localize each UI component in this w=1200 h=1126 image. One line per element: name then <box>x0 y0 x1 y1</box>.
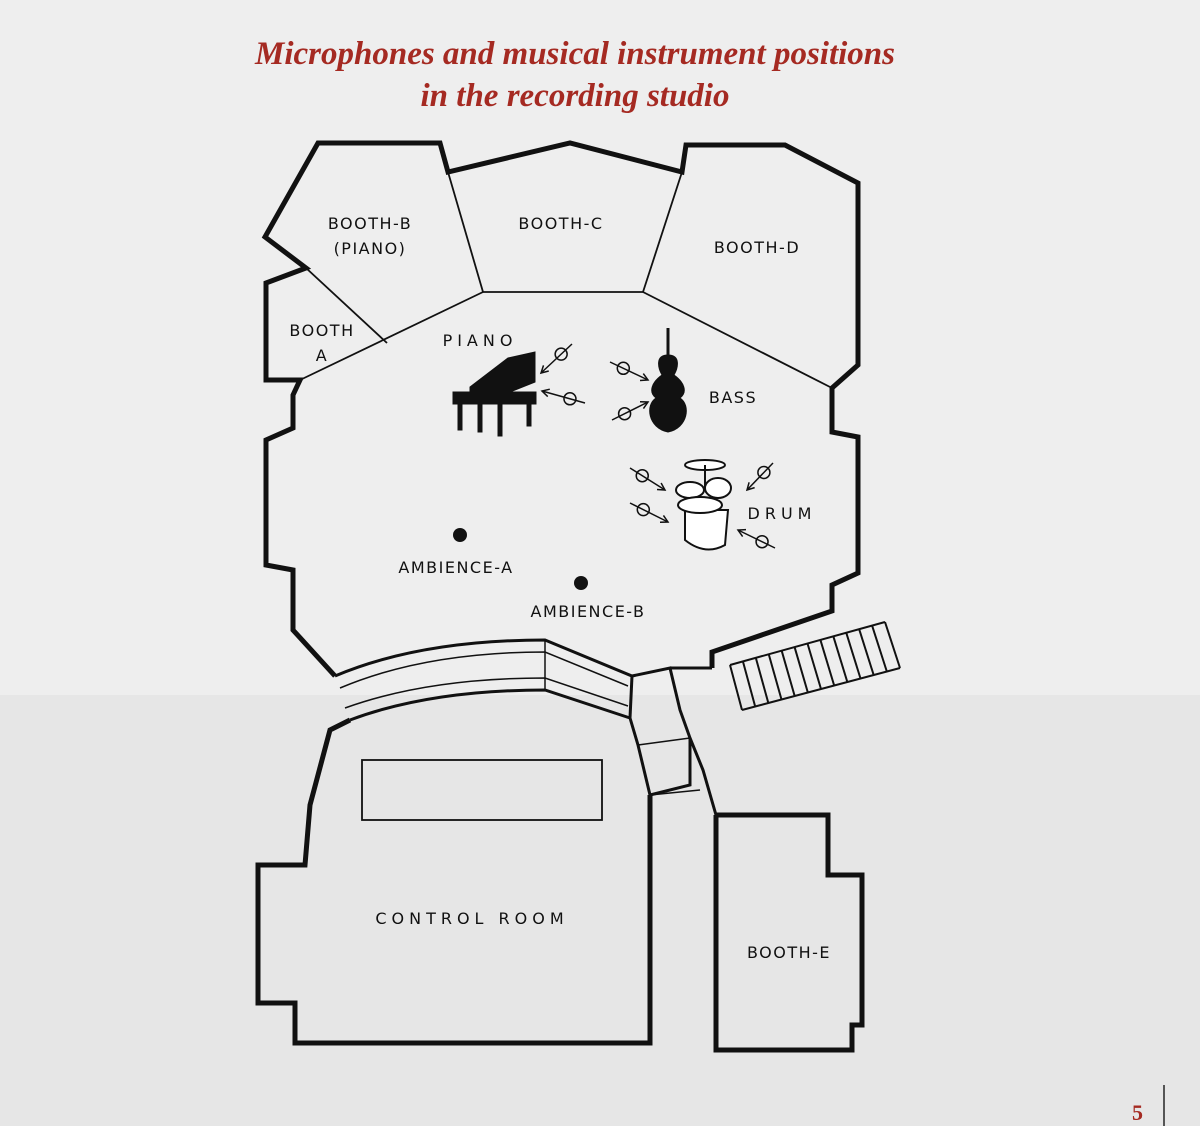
stair-step <box>884 621 901 669</box>
booth-c-label: BOOTH-C <box>518 214 603 233</box>
booth-b-sublabel: (PIANO) <box>334 239 407 258</box>
microphone-icon <box>539 343 573 375</box>
microphone-icon <box>609 361 650 382</box>
room-labels: BOOTH-B (PIANO) BOOTH-C BOOTH-D BOOTH A … <box>289 214 831 962</box>
microphone-icon <box>745 462 774 492</box>
ambience-b-label: AMBIENCE-B <box>531 602 646 621</box>
stairs <box>729 621 901 711</box>
microphone-icon <box>540 388 586 406</box>
booth-a-label: BOOTH <box>289 321 354 340</box>
page-divider <box>1163 1085 1165 1126</box>
drum-kit-icon <box>675 459 732 551</box>
double-bass-icon <box>649 328 687 433</box>
stair-step <box>793 646 809 693</box>
ambience-b-mic-icon <box>574 576 588 590</box>
piano-label: PIANO <box>443 331 518 350</box>
page-number: 5 <box>1132 1100 1143 1125</box>
booth-e-label: BOOTH-E <box>747 943 831 962</box>
stair-step <box>845 632 862 679</box>
stair-step <box>819 639 836 686</box>
corridor <box>334 638 718 816</box>
interior-walls <box>299 171 833 389</box>
booth-b-label: BOOTH-B <box>328 214 412 233</box>
control-room-label: CONTROL ROOM <box>375 909 568 928</box>
microphone-icon <box>629 467 667 491</box>
microphone-icon <box>736 528 776 549</box>
booth-d-label: BOOTH-D <box>714 238 800 257</box>
stair-step <box>871 625 888 672</box>
stair-step <box>767 653 783 700</box>
stair-step <box>754 657 770 704</box>
background-band <box>0 695 1200 1126</box>
stair-step <box>832 636 849 683</box>
bass-label: BASS <box>709 388 757 407</box>
stair-step <box>858 628 875 676</box>
stair-step <box>780 650 796 697</box>
control-room-wall <box>255 717 653 1046</box>
microphone-icon <box>629 502 670 524</box>
ambience-a-mic-icon <box>453 528 467 542</box>
stair-step <box>741 661 757 707</box>
stair-step <box>729 664 743 711</box>
microphone-icon <box>611 400 650 421</box>
ambience-a-label: AMBIENCE-A <box>398 558 513 577</box>
title-line-2: in the recording studio <box>420 78 730 114</box>
booth-a-sublabel: A <box>316 346 328 365</box>
piano-icon <box>452 351 537 437</box>
microphone-icons <box>539 343 776 549</box>
mixing-console <box>361 759 603 821</box>
booth-e-wall <box>713 812 865 1053</box>
stair-step <box>806 643 822 690</box>
title-line-1: Microphones and musical instrument posit… <box>254 36 895 72</box>
drum-label: DRUM <box>748 504 817 523</box>
